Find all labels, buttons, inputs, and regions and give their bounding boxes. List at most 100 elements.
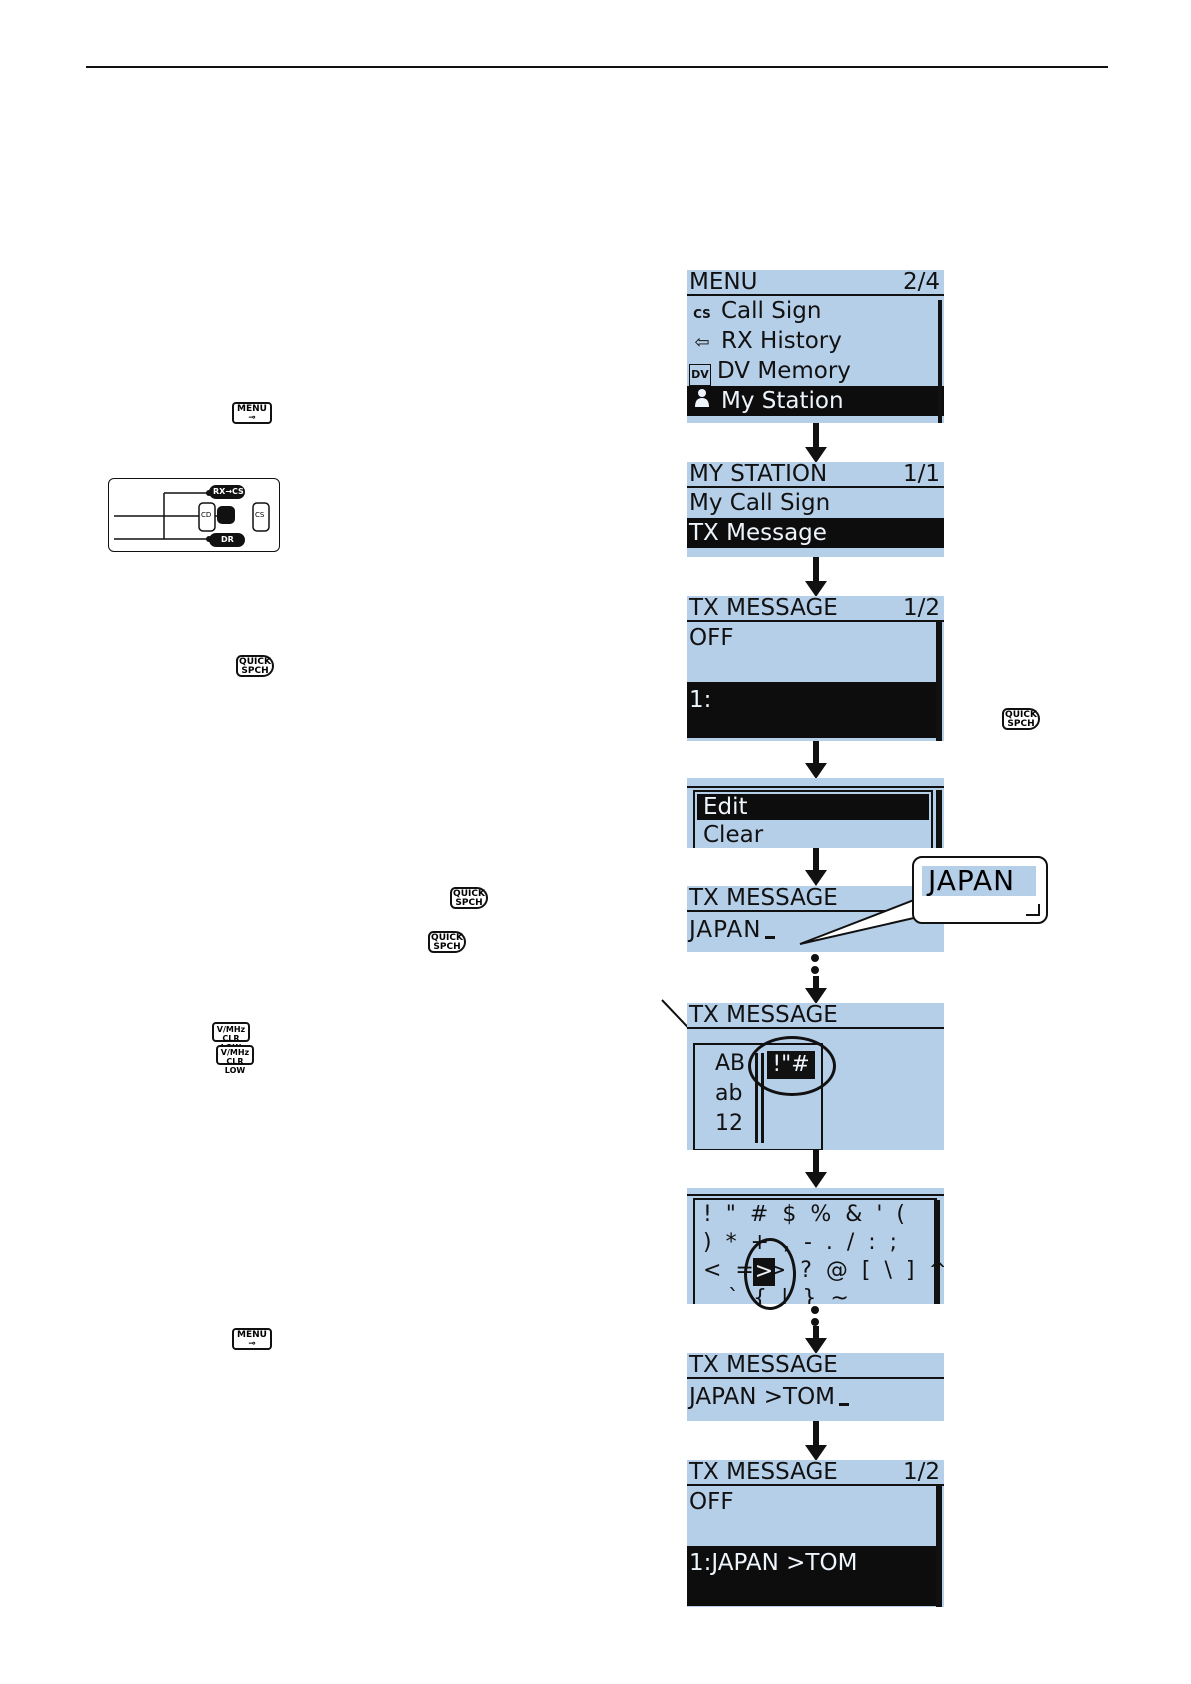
keypad-rxcs-label: RX→CS: [213, 487, 244, 496]
menu-item-tx-message[interactable]: TX Message: [687, 518, 944, 548]
message-label: 1:JAPAN >TOM: [689, 1550, 858, 1576]
divider: [761, 1053, 764, 1143]
menu-item-label: My Call Sign: [689, 490, 831, 516]
message-input[interactable]: JAPAN >TOM: [687, 1379, 944, 1419]
menu-item-label: TX Message: [689, 520, 827, 546]
spch-key-label: SPCH: [433, 942, 461, 952]
clipped-header: [687, 1188, 944, 1196]
screen-header: MY STATION 1/1: [687, 462, 944, 488]
scrollbar[interactable]: [936, 622, 942, 741]
keypad-cd-label: CD: [201, 511, 212, 519]
highlight-ellipse: [748, 1036, 836, 1096]
clr-low-key-label: CLR LOW: [224, 1057, 246, 1075]
menu-item-dv-memory[interactable]: DV DV Memory: [687, 356, 944, 386]
char-type-lower[interactable]: ab: [715, 1081, 743, 1106]
menu-key-icon: MENU⊸: [232, 402, 272, 424]
menu-item-label: Call Sign: [721, 298, 822, 324]
down-arrow: [805, 741, 827, 779]
screen-header: TX MESSAGE 1/2: [687, 596, 944, 622]
menu-item-label: DV Memory: [717, 358, 851, 384]
page-indicator: 1/2: [902, 1460, 940, 1485]
lcd-tx-message-screen: TX MESSAGE 1/2 OFF 1:: [687, 596, 944, 741]
down-arrow: [805, 423, 827, 463]
top-rule: [86, 66, 1108, 68]
symbol-row[interactable]: < = > ? @ [ \ ] ^: [703, 1258, 944, 1283]
continuation-dot: [811, 966, 819, 974]
char-type-numeric[interactable]: 12: [715, 1111, 743, 1136]
menu-item-label: Edit: [703, 794, 748, 820]
symbol-row[interactable]: ! " # $ % & ' (: [703, 1202, 905, 1227]
lcd-my-station-screen: MY STATION 1/1 My Call Sign TX Message: [687, 462, 944, 557]
message-slot-1[interactable]: 1:JAPAN >TOM: [687, 1546, 936, 1606]
lcd-text-entry-screen: TX MESSAGE JAPAN >TOM: [687, 1353, 944, 1421]
keypad-cs-label: CS: [255, 511, 265, 519]
screen-title: TX MESSAGE: [689, 596, 838, 621]
down-arrow: [805, 848, 827, 886]
message-slot-off[interactable]: OFF: [687, 1486, 944, 1546]
scrollbar[interactable]: [938, 300, 942, 423]
highlight-ellipse: [744, 1238, 796, 1310]
quick-key-label: QUICK: [431, 933, 463, 943]
symbol-row[interactable]: ) * + , - . / : ;: [703, 1230, 898, 1255]
menu-item-label: Clear: [703, 822, 764, 848]
person-icon-svg: [695, 389, 709, 407]
keypad-diagram: RX→CS DR CD CS: [108, 478, 280, 552]
text-cursor: [839, 1403, 850, 1406]
message-text: JAPAN >TOM: [689, 1384, 836, 1410]
spch-key-label: SPCH: [455, 898, 483, 908]
quick-key-label: QUICK: [453, 889, 485, 899]
char-type-upper[interactable]: AB: [715, 1051, 746, 1076]
screen-title: TX MESSAGE: [689, 886, 838, 911]
lcd-edit-popup-screen: Edit Clear: [687, 778, 944, 848]
page-indicator: 1/2: [902, 596, 940, 621]
scrollbar[interactable]: [936, 1486, 942, 1607]
divider: [755, 1053, 758, 1143]
scrollbar[interactable]: [936, 790, 942, 848]
message-label: OFF: [689, 625, 734, 651]
balloon-pointer: [799, 898, 916, 945]
menu-item-label: RX History: [721, 328, 842, 354]
down-arrow: [805, 1421, 827, 1461]
continuation-dot: [811, 1306, 819, 1314]
page-indicator: 2/4: [902, 270, 940, 295]
vmhz-key-label: V/MHz: [220, 1048, 250, 1057]
down-arrow: [805, 557, 827, 597]
menu-item-rx-history[interactable]: ⇦RX History: [687, 326, 944, 356]
message-slot-1[interactable]: 1:: [687, 682, 936, 738]
menu-item-label: My Station: [721, 388, 844, 414]
message-input[interactable]: JAPAN: [687, 912, 944, 950]
screen-title: TX MESSAGE: [689, 1460, 838, 1485]
message-label: OFF: [689, 1489, 734, 1515]
menu-item-my-call-sign[interactable]: My Call Sign: [687, 488, 944, 518]
down-arrow: [805, 976, 827, 1004]
zoom-balloon: JAPAN: [912, 856, 1048, 924]
screen-title: MY STATION: [689, 462, 828, 487]
message-text: JAPAN: [689, 917, 762, 943]
keypad-drawing: [114, 485, 270, 547]
symbol-grid: ! " # $ % & ' ( ) * + , - . / : ; < = > …: [693, 1198, 944, 1304]
lcd-tx-message-result-screen: TX MESSAGE 1/2 OFF 1:JAPAN >TOM: [687, 1460, 944, 1607]
balloon-text: JAPAN: [922, 866, 1036, 896]
continuation-dot: [811, 1318, 819, 1326]
quick-menu-popup: Edit Clear: [693, 790, 933, 848]
message-slot-off[interactable]: OFF: [687, 622, 944, 682]
screen-header: TX MESSAGE: [687, 886, 944, 912]
quick-menu-item-edit[interactable]: Edit: [697, 794, 929, 820]
screen-header: TX MESSAGE: [687, 1353, 944, 1379]
scrollbar[interactable]: [934, 1200, 940, 1304]
screen-title: TX MESSAGE: [689, 1003, 838, 1028]
spch-key-label: SPCH: [241, 666, 269, 676]
menu-key-label: MENU: [237, 1330, 267, 1340]
dv-memory-icon: DV: [689, 364, 711, 386]
menu-item-my-station[interactable]: My Station: [687, 386, 944, 416]
keypad-dr-label: DR: [221, 535, 234, 544]
message-label: 1:: [689, 687, 712, 713]
quick-menu-item-clear[interactable]: Clear: [695, 822, 931, 848]
